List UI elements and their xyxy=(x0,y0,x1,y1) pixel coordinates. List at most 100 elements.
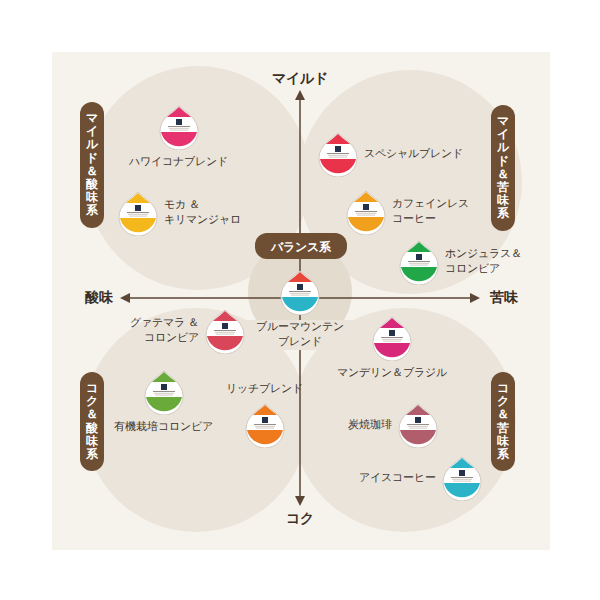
product-name: スペシャルブレンド xyxy=(364,147,463,162)
capsule-print xyxy=(215,332,235,333)
capsule-print xyxy=(355,211,377,212)
capsule-print xyxy=(409,263,429,264)
capsule-logo xyxy=(262,417,268,423)
capsule-body xyxy=(119,192,157,236)
capsule-tab xyxy=(213,311,237,321)
capsule-body xyxy=(246,404,284,448)
coffee-capsule: ハワイコナブレンド xyxy=(129,104,228,170)
capsule-logo xyxy=(415,417,421,423)
capsule-body xyxy=(206,310,244,354)
category-label: マイルド＆苦味系 xyxy=(497,115,509,221)
category-bar: マイルド＆酸味系 xyxy=(80,102,104,228)
capsule-icon xyxy=(204,308,246,354)
capsule-print xyxy=(127,212,149,213)
capsule-logo xyxy=(161,384,167,390)
capsule-logo xyxy=(363,204,369,210)
coffee-capsule: ホンジュラス＆ コロンビア xyxy=(398,239,537,285)
capsule-band xyxy=(400,430,436,444)
product-name: グァテマラ ＆ コロンビア xyxy=(107,316,199,346)
coffee-capsule: カフェインレス コーヒー xyxy=(345,189,484,235)
product-name: マンデリン＆ブラジル xyxy=(337,366,447,381)
capsule-print xyxy=(357,215,375,216)
capsule-print xyxy=(129,216,147,217)
capsule-print xyxy=(254,424,276,425)
capsule-print xyxy=(329,157,347,158)
capsule-icon xyxy=(398,239,440,285)
capsule-tab xyxy=(288,272,312,282)
capsule-print xyxy=(169,128,189,129)
capsule-body xyxy=(347,191,385,235)
capsule-tab xyxy=(354,192,378,202)
category-bar: コク＆苦味系 xyxy=(491,372,515,471)
category-label: コク＆酸味系 xyxy=(86,382,98,461)
capsule-print xyxy=(214,330,236,331)
capsule-tab xyxy=(167,107,191,117)
capsule-body xyxy=(400,241,438,285)
category-band: バランス系 xyxy=(255,233,347,259)
capsule-logo xyxy=(135,205,141,211)
capsule-band xyxy=(207,336,243,350)
capsule-tab xyxy=(326,134,350,144)
capsule-band xyxy=(320,159,356,173)
capsule-band xyxy=(374,343,410,357)
capsule-icon xyxy=(345,189,387,235)
coffee-capsule: モカ ＆ キリマンジャロ xyxy=(117,190,256,236)
capsule-tab xyxy=(380,318,404,328)
category-bar: コク＆酸味系 xyxy=(80,372,104,471)
capsule-band xyxy=(161,132,197,146)
coffee-capsule: アイスコーヒー xyxy=(359,455,483,501)
arrow-head xyxy=(295,90,305,100)
axis-label: マイルド xyxy=(272,70,328,88)
capsule-print xyxy=(328,155,348,156)
capsule-icon xyxy=(279,269,321,315)
product-name: 有機栽培コロンビア xyxy=(114,420,213,435)
arrow-head xyxy=(120,293,130,303)
capsule-print xyxy=(356,213,376,214)
capsule-tab xyxy=(126,193,150,203)
capsule-print xyxy=(452,479,472,480)
capsule-print xyxy=(128,214,148,215)
capsule-band xyxy=(120,218,156,232)
product-name: モカ ＆ キリマンジャロ xyxy=(164,198,256,228)
capsule-print xyxy=(410,265,428,266)
capsule-print xyxy=(290,293,310,294)
capsule-print xyxy=(327,153,349,154)
axis-label: 苦味 xyxy=(490,289,518,307)
category-label: バランス系 xyxy=(271,240,331,254)
capsule-band xyxy=(401,267,437,281)
capsule-print xyxy=(216,334,234,335)
capsule-logo xyxy=(176,119,182,125)
capsule-print xyxy=(407,424,429,425)
capsule-tab xyxy=(152,372,176,382)
capsule-print xyxy=(154,393,174,394)
capsule-print xyxy=(409,428,427,429)
category-label: マイルド＆酸味系 xyxy=(86,112,98,218)
coffee-capsule: ブルーマウンテン ブレンド xyxy=(245,269,355,350)
capsule-band xyxy=(348,217,384,231)
capsule-body xyxy=(399,404,437,448)
capsule-band xyxy=(444,483,480,497)
product-name: カフェインレス コーヒー xyxy=(392,197,484,227)
capsule-print xyxy=(451,477,473,478)
capsule-tab xyxy=(407,242,431,252)
capsule-print xyxy=(453,481,471,482)
capsule-tab xyxy=(253,405,277,415)
capsule-logo xyxy=(459,470,465,476)
capsule-print xyxy=(381,337,403,338)
arrow-head xyxy=(470,293,480,303)
capsule-print xyxy=(170,130,188,131)
capsule-body xyxy=(319,133,357,177)
capsule-logo xyxy=(297,284,303,290)
coffee-capsule: リッチブレンド xyxy=(226,382,303,448)
capsule-body xyxy=(145,371,183,415)
capsule-print xyxy=(408,261,430,262)
capsule-logo xyxy=(222,323,228,329)
capsule-band xyxy=(282,297,318,311)
arrow-head xyxy=(295,496,305,506)
capsule-body xyxy=(373,317,411,361)
capsule-print xyxy=(289,291,311,292)
axis-label: 酸味 xyxy=(85,289,113,307)
capsule-tab xyxy=(450,458,474,468)
capsule-body xyxy=(160,106,198,150)
